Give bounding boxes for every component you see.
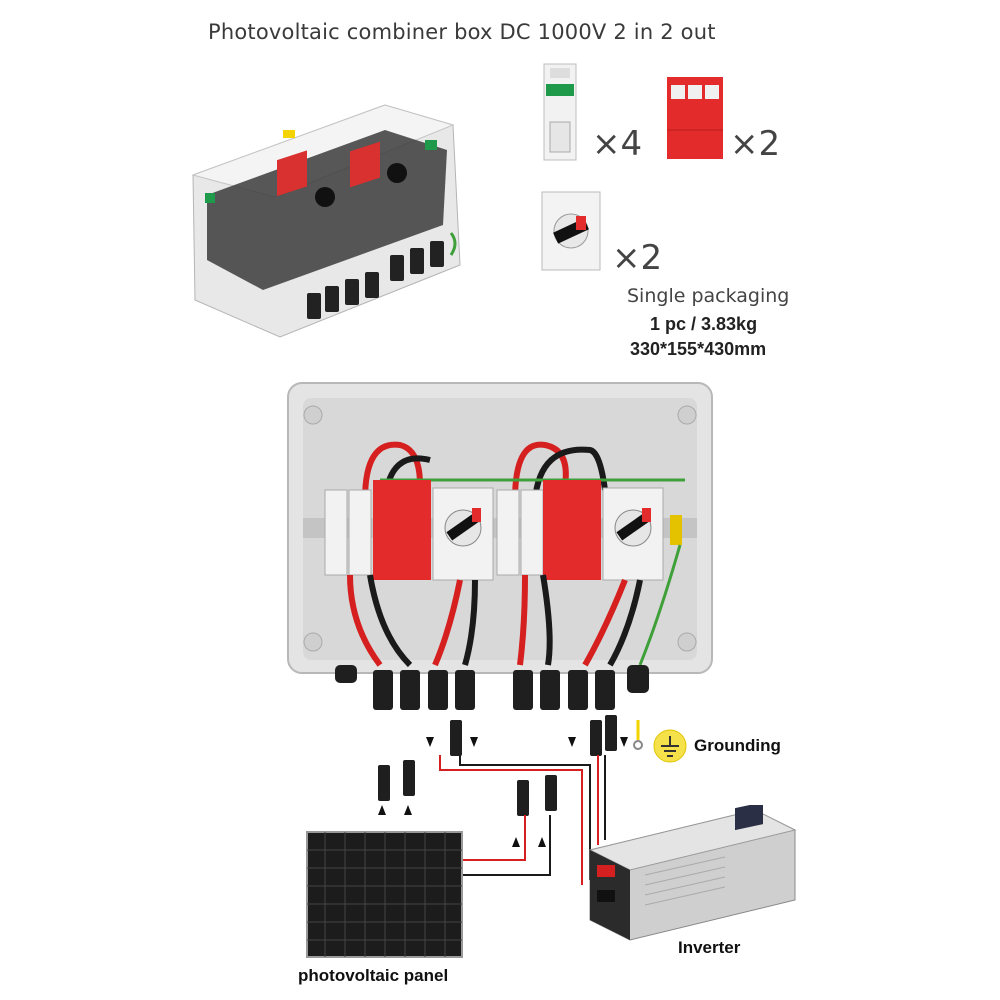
wiring-diagram	[378, 715, 643, 885]
inverter-label: Inverter	[678, 938, 741, 957]
isolator-switch-image	[541, 191, 601, 271]
surge-protector-image	[667, 77, 723, 159]
panel-label: photovoltaic panel	[298, 966, 449, 985]
grounding-label: Grounding	[694, 736, 781, 755]
fuse-quantity: ×4	[592, 124, 643, 164]
current-flow-arrows	[378, 737, 628, 847]
inverter-image	[588, 805, 797, 941]
surge-protector-quantity: ×2	[730, 124, 781, 164]
combiner-box-open-image	[287, 382, 713, 710]
solar-panel-image	[306, 831, 463, 958]
combiner-box-closed-image	[191, 104, 461, 338]
packaging-weight: 1 pc / 3.83kg	[650, 314, 758, 334]
packaging-heading: Single packaging	[627, 285, 790, 307]
isolator-quantity: ×2	[612, 238, 663, 278]
page-title: Photovoltaic combiner box DC 1000V 2 in …	[208, 20, 716, 44]
grounding-icon	[653, 729, 687, 763]
fuse-holder-image	[543, 63, 577, 161]
packaging-dimensions: 330*155*430mm	[630, 339, 767, 359]
